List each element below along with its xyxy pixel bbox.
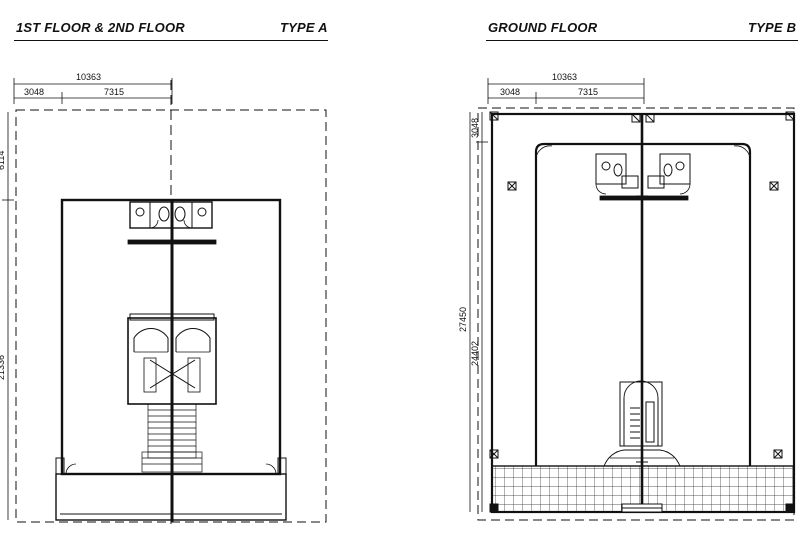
- right-dim-total: 10363: [552, 72, 577, 82]
- right-plan-type: TYPE B: [748, 20, 797, 35]
- left-dim-seg-a: 3048: [24, 87, 44, 97]
- left-plan-title: 1ST FLOOR & 2ND FLOOR: [16, 20, 185, 35]
- right-columns: [489, 111, 795, 513]
- right-plan-title: GROUND FLOOR: [488, 20, 598, 35]
- right-dim-seg-b: 7315: [578, 87, 598, 97]
- left-dim-total: 10363: [76, 72, 101, 82]
- left-plan: [2, 78, 327, 524]
- left-title-rule: [14, 40, 328, 41]
- right-title-rule: [486, 40, 798, 41]
- right-dim-seg-a: 3048: [500, 87, 520, 97]
- right-dim-inner-depth: 24402: [470, 341, 480, 366]
- left-stair-treads: [141, 403, 203, 473]
- left-dim-seg-b: 7315: [104, 87, 124, 97]
- right-counter: [599, 195, 689, 201]
- right-plan: [469, 78, 796, 521]
- left-toilets: [129, 201, 213, 229]
- right-dim-overall-depth: 27450: [458, 307, 468, 332]
- right-stair: [603, 380, 681, 467]
- left-dim-left-top: 6114: [0, 151, 6, 170]
- right-toilets: [595, 153, 691, 195]
- right-dim-top-setback: 3048: [470, 118, 480, 138]
- left-dim-left-main: 21336: [0, 355, 6, 380]
- left-plan-type: TYPE A: [280, 20, 328, 35]
